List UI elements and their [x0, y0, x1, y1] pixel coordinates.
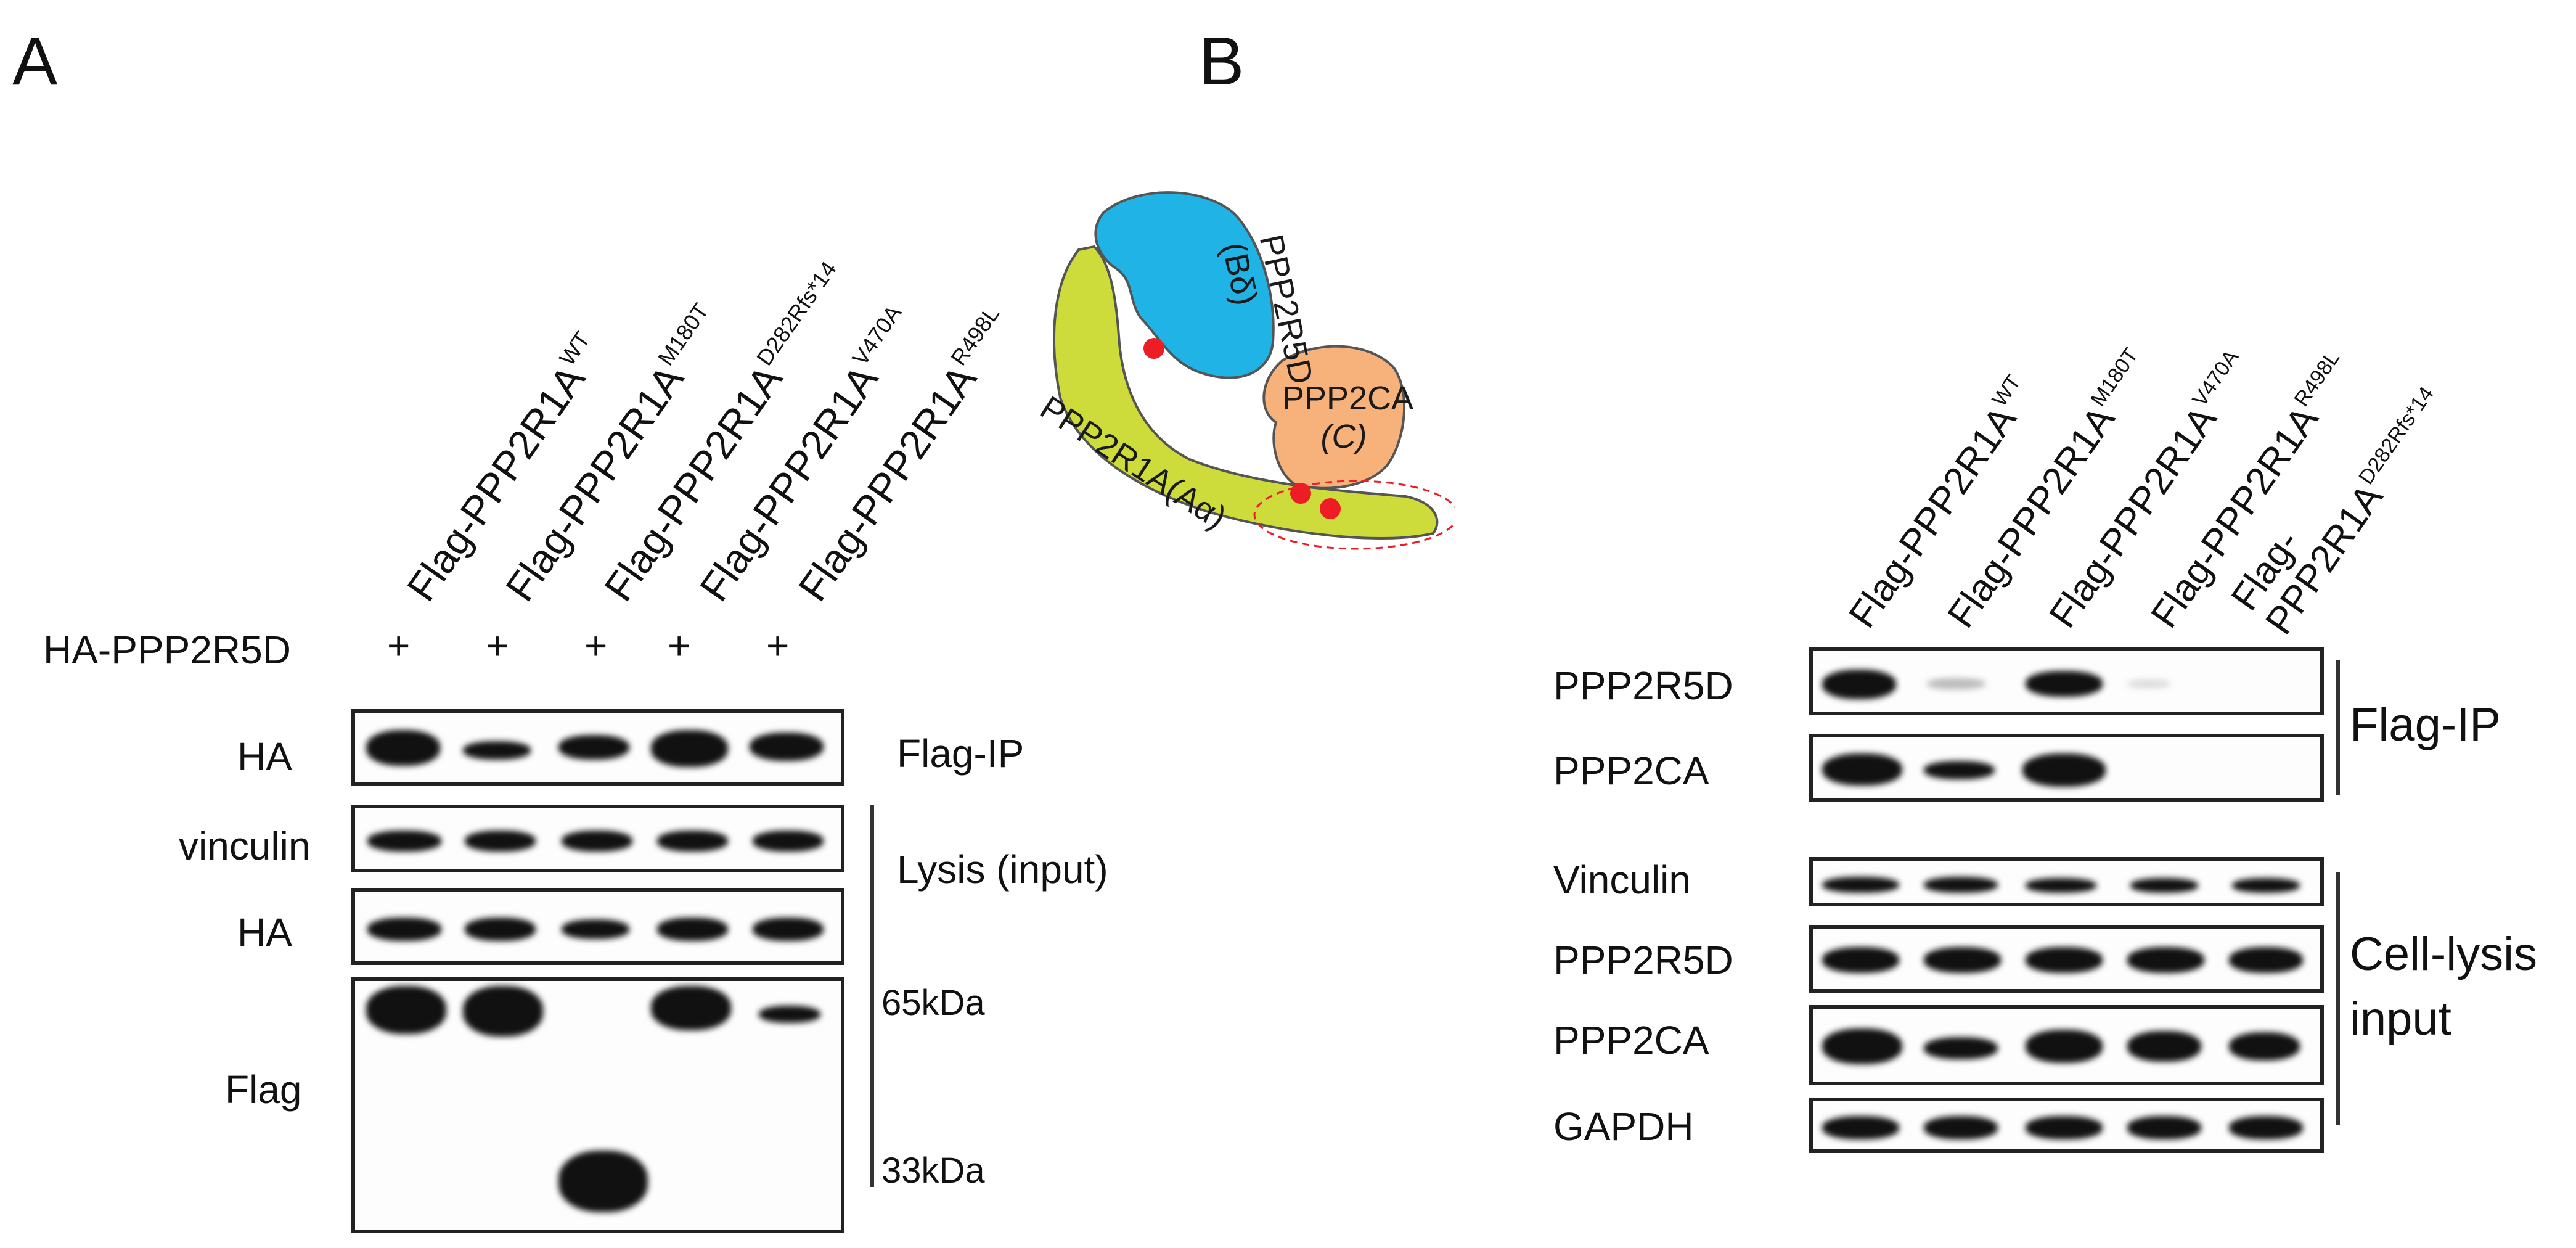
group-label-cell-lysis: Cell-lysis [2350, 928, 2537, 980]
bracket-lysis [870, 805, 874, 1187]
plus-sign: + [668, 623, 691, 668]
mutation-dot [1320, 498, 1341, 519]
row-label-ppp2ca-ip: PPP2CA [1553, 749, 1709, 793]
blot-a-ha-input [351, 888, 844, 965]
plus-sign: + [387, 623, 411, 668]
row-label-ha-input: HA [237, 910, 292, 954]
blot-b-ppp2ca-ip [1809, 734, 2324, 802]
group-label-flag-ip: Flag-IP [897, 731, 1024, 776]
bracket-flag-ip [2336, 660, 2340, 795]
blot-b-ppp2ca-input [1809, 1005, 2324, 1085]
panel-a-letter: A [12, 23, 58, 99]
mutation-dot [1290, 483, 1311, 504]
blot-a-flag [351, 977, 844, 1233]
b-subunit-shape [1094, 191, 1275, 379]
blot-a-vinculin [351, 805, 844, 872]
blot-b-ppp2r5d-ip [1809, 647, 2324, 715]
row-label-vinculin-a: vinculin [179, 824, 311, 868]
row-label-ppp2r5d-ip: PPP2R5D [1553, 663, 1733, 708]
bracket-cell-lysis [2336, 872, 2340, 1125]
blot-b-ppp2r5d-input [1809, 925, 2324, 993]
row-label-vinculin-b: Vinculin [1553, 858, 1691, 902]
a-subunit-shape [1053, 245, 1439, 540]
row-label-flag: Flag [225, 1067, 302, 1112]
plus-sign: + [486, 623, 509, 668]
row-label-ppp2ca-input: PPP2CA [1553, 1018, 1709, 1062]
blot-a-ha-ip [351, 709, 844, 786]
transfection-label: HA-PPP2R5D [43, 628, 291, 672]
row-label-ha-ip: HA [237, 734, 292, 779]
row-label-gapdh: GAPDH [1553, 1104, 1694, 1149]
c-subunit-label: PPP2CA(C) [1282, 380, 1414, 455]
blot-b-gapdh [1809, 1098, 2324, 1153]
group-label-input: input [2350, 993, 2451, 1045]
group-label-flag-ip-b: Flag-IP [2350, 699, 2501, 751]
plus-sign: + [766, 623, 790, 668]
panel-b-letter: B [1199, 23, 1245, 99]
plus-sign: + [584, 623, 608, 668]
pp2a-complex-diagram: PPP2R5D(Bδ) PPP2R1A(Aα) PPP2CA(C) [1034, 176, 1459, 570]
group-label-lysis-input: Lysis (input) [897, 847, 1108, 892]
lane-label-b-1: Flag-PPP2R1AWT [1841, 371, 2026, 636]
mutation-dot [1143, 338, 1164, 359]
blot-b-vinculin [1809, 857, 2324, 906]
row-label-ppp2r5d-input: PPP2R5D [1553, 938, 1733, 982]
marker-33kda: 33kDa [881, 1151, 985, 1191]
marker-65kda: 65kDa [881, 983, 985, 1023]
